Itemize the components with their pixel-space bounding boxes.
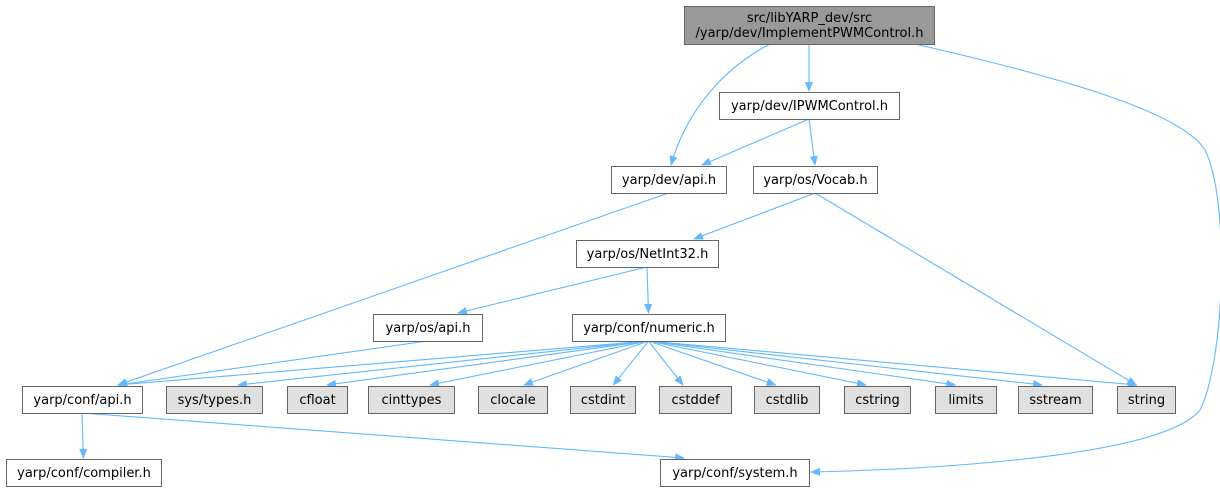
node-cstdint: cstdint: [570, 386, 636, 414]
node-string-box: [1117, 386, 1176, 414]
node-numeric[interactable]: yarp/conf/numeric.h: [572, 314, 726, 342]
node-numeric-label-line-0: yarp/conf/numeric.h: [583, 321, 715, 336]
node-system-label-line-0: yarp/conf/system.h: [672, 466, 797, 481]
nodes-layer: src/libYARP_dev/src/yarp/dev/ImplementPW…: [6, 6, 1176, 487]
node-cstring-box: [844, 386, 911, 414]
edge-numeric-to-sstream: [648, 340, 1043, 388]
edge-numeric-to-cinttypes: [429, 340, 649, 388]
node-ipwm[interactable]: yarp/dev/IPWMControl.h: [719, 92, 900, 120]
edge-vocab-to-string: [814, 192, 1138, 386]
node-netint-label-line-0: yarp/os/NetInt32.h: [587, 247, 709, 262]
edge-numeric-to-clocale: [523, 340, 649, 386]
node-compiler[interactable]: yarp/conf/compiler.h: [6, 459, 162, 487]
node-cstring: cstring: [844, 386, 911, 414]
node-compiler-label-line-0: yarp/conf/compiler.h: [17, 466, 151, 481]
node-root-label-line-0: src/libYARP_dev/src: [747, 11, 872, 26]
node-osapi-label-line-0: yarp/os/api.h: [386, 321, 471, 336]
node-clocale: clocale: [478, 386, 548, 414]
edge-confapi-to-compiler: [79, 412, 88, 459]
node-clocale-label-line-0: clocale: [490, 393, 535, 408]
node-vocab-box: [753, 166, 878, 194]
node-root-label-line-1: /yarp/dev/ImplementPWMControl.h: [696, 26, 924, 41]
node-cfloat-label-line-0: cfloat: [299, 393, 335, 408]
edge-osapi-to-confapi: [117, 340, 428, 388]
edge-netint-to-osapi: [457, 266, 648, 315]
node-cfloat: cfloat: [287, 386, 348, 414]
edge-root-to-devapi: [669, 43, 771, 166]
edge-numeric-to-cstddef: [648, 340, 684, 386]
node-cstddef-box: [659, 386, 732, 414]
edge-numeric-to-cfloat: [326, 340, 649, 388]
edge-devapi-to-confapi: [117, 192, 669, 386]
node-osapi[interactable]: yarp/os/api.h: [373, 314, 483, 342]
edge-numeric-to-cstring: [648, 340, 867, 388]
node-devapi[interactable]: yarp/dev/api.h: [611, 166, 727, 194]
node-root-box: [684, 6, 935, 45]
node-devapi-box: [611, 166, 727, 194]
node-limits-box: [935, 386, 997, 414]
node-cinttypes-box: [368, 386, 455, 414]
node-cstdint-box: [570, 386, 636, 414]
edge-ipwm-to-devapi: [701, 118, 810, 166]
node-cstddef-label-line-0: cstddef: [671, 393, 720, 408]
node-string-label-line-0: string: [1128, 393, 1165, 408]
node-vocab-label-line-0: yarp/os/Vocab.h: [763, 173, 867, 188]
node-cinttypes: cinttypes: [368, 386, 455, 414]
edge-numeric-to-limits: [648, 340, 957, 388]
node-cstdlib: cstdlib: [754, 386, 820, 414]
node-sstream-label-line-0: sstream: [1029, 393, 1081, 408]
node-confapi-box: [22, 386, 143, 414]
node-system[interactable]: yarp/conf/system.h: [660, 459, 810, 487]
node-sstream-box: [1018, 386, 1093, 414]
node-confapi[interactable]: yarp/conf/api.h: [22, 386, 143, 414]
edge-numeric-to-cstdint: [612, 340, 649, 386]
node-limits: limits: [935, 386, 997, 414]
node-cinttypes-label-line-0: cinttypes: [382, 393, 442, 408]
edge-numeric-to-cstdlib: [648, 340, 777, 386]
edge-root-to-system: [810, 43, 1220, 476]
node-system-box: [660, 459, 810, 487]
node-systypes: sys/types.h: [166, 386, 263, 414]
edge-netint-to-numeric: [644, 266, 653, 314]
node-netint[interactable]: yarp/os/NetInt32.h: [576, 240, 719, 268]
node-cstring-label-line-0: cstring: [855, 393, 899, 408]
edge-numeric-to-confapi: [117, 340, 649, 389]
node-devapi-label-line-0: yarp/dev/api.h: [622, 173, 716, 188]
node-osapi-box: [373, 314, 483, 342]
edges-layer: [79, 43, 1220, 476]
node-systypes-box: [166, 386, 263, 414]
node-string: string: [1117, 386, 1176, 414]
edge-numeric-to-string: [648, 340, 1138, 389]
node-confapi-label-line-0: yarp/conf/api.h: [33, 393, 131, 408]
node-numeric-box: [572, 314, 726, 342]
node-systypes-label-line-0: sys/types.h: [178, 393, 252, 408]
node-compiler-box: [6, 459, 162, 487]
edge-numeric-to-systypes: [237, 340, 649, 389]
node-clocale-box: [478, 386, 548, 414]
node-ipwm-label-line-0: yarp/dev/IPWMControl.h: [731, 99, 888, 114]
node-netint-box: [576, 240, 719, 268]
node-cstdint-label-line-0: cstdint: [581, 393, 625, 408]
node-cfloat-box: [287, 386, 348, 414]
edge-ipwm-to-vocab: [808, 118, 818, 166]
edge-vocab-to-netint: [693, 192, 816, 240]
node-cstddef: cstddef: [659, 386, 732, 414]
node-sstream: sstream: [1018, 386, 1093, 414]
node-root[interactable]: src/libYARP_dev/src/yarp/dev/ImplementPW…: [684, 6, 935, 45]
edge-confapi-to-system: [81, 412, 685, 462]
node-vocab[interactable]: yarp/os/Vocab.h: [753, 166, 878, 194]
node-ipwm-box: [719, 92, 900, 120]
node-limits-label-line-0: limits: [948, 393, 984, 408]
node-cstdlib-label-line-0: cstdlib: [766, 393, 809, 408]
node-cstdlib-box: [754, 386, 820, 414]
